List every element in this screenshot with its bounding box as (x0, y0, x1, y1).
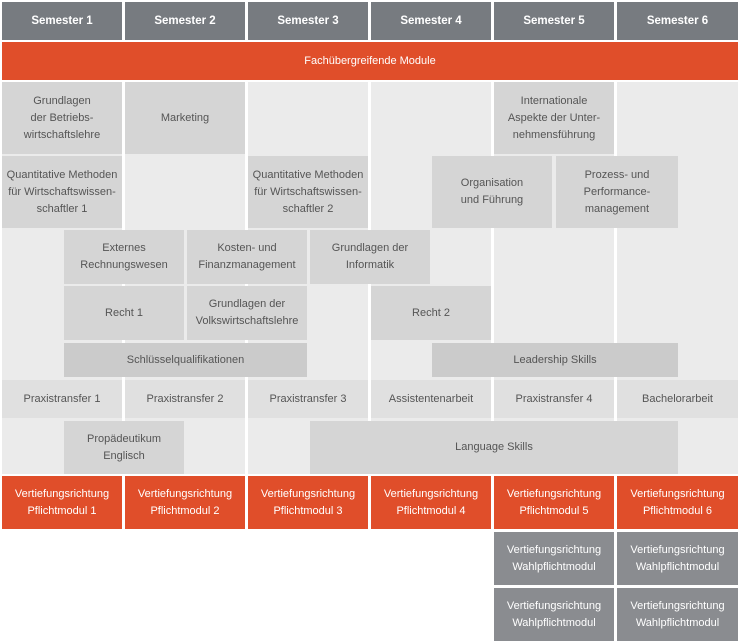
module-recht-1: Recht 1 (64, 286, 184, 340)
module-recht-2: Recht 2 (371, 286, 491, 340)
semester-header-2: Semester 2 (125, 2, 245, 40)
module-leadership-skills: Leadership Skills (432, 343, 678, 377)
module-informatik: Grundlagen der Informatik (310, 230, 430, 284)
module-marketing: Marketing (125, 82, 245, 154)
pflichtmodul-2: Vertiefungsrichtung Pflichtmodul 2 (125, 476, 245, 529)
module-vwl: Grundlagen der Volkswirtschaftslehre (187, 286, 307, 340)
module-schluesselqualifikationen: Schlüsselqualifikationen (64, 343, 307, 377)
semester-header-6: Semester 6 (617, 2, 738, 40)
pflichtmodul-6: Vertiefungsrichtung Pflichtmodul 6 (617, 476, 738, 529)
module-externes-rechnungswesen: Externes Rechnungswesen (64, 230, 184, 284)
module-quant-methoden-1: Quantitative Methoden für Wirtschaftswis… (2, 156, 122, 228)
pflichtmodul-4: Vertiefungsrichtung Pflichtmodul 4 (371, 476, 491, 529)
module-organisation: Organisation und Führung (432, 156, 552, 228)
wahlpflichtmodul-6b: Vertiefungsrichtung Wahlpflichtmodul (617, 588, 738, 641)
practice-praxistransfer-3: Praxistransfer 3 (248, 380, 368, 418)
module-prozess-management: Prozess- und Performance- management (556, 156, 678, 228)
pflichtmodul-1: Vertiefungsrichtung Pflichtmodul 1 (2, 476, 122, 529)
module-internationale-aspekte: Internationale Aspekte der Unter- nehmen… (494, 82, 614, 154)
module-grundlagen-bwl: Grundlagen der Betriebs- wirtschaftslehr… (2, 82, 122, 154)
wahlpflichtmodul-6a: Vertiefungsrichtung Wahlpflichtmodul (617, 532, 738, 585)
module-language-skills: Language Skills (310, 421, 678, 474)
practice-assistentenarbeit: Assistentenarbeit (371, 380, 491, 418)
wahlpflichtmodul-5b: Vertiefungsrichtung Wahlpflichtmodul (494, 588, 614, 641)
pflichtmodul-3: Vertiefungsrichtung Pflichtmodul 3 (248, 476, 368, 529)
practice-bachelorarbeit: Bachelorarbeit (617, 380, 738, 418)
semester-header-3: Semester 3 (248, 2, 368, 40)
module-propaedeutikum-englisch: Propädeutikum Englisch (64, 421, 184, 474)
wahlpflichtmodul-5a: Vertiefungsrichtung Wahlpflichtmodul (494, 532, 614, 585)
module-quant-methoden-2: Quantitative Methoden für Wirtschaftswis… (248, 156, 368, 228)
practice-praxistransfer-1: Praxistransfer 1 (2, 380, 122, 418)
semester-header-5: Semester 5 (494, 2, 614, 40)
semester-header-1: Semester 1 (2, 2, 122, 40)
module-kosten-finanz: Kosten- und Finanzmanagement (187, 230, 307, 284)
semester-header-4: Semester 4 (371, 2, 491, 40)
practice-praxistransfer-4: Praxistransfer 4 (494, 380, 614, 418)
cross-module-banner: Fachübergreifende Module (2, 42, 738, 80)
practice-praxistransfer-2: Praxistransfer 2 (125, 380, 245, 418)
pflichtmodul-5: Vertiefungsrichtung Pflichtmodul 5 (494, 476, 614, 529)
